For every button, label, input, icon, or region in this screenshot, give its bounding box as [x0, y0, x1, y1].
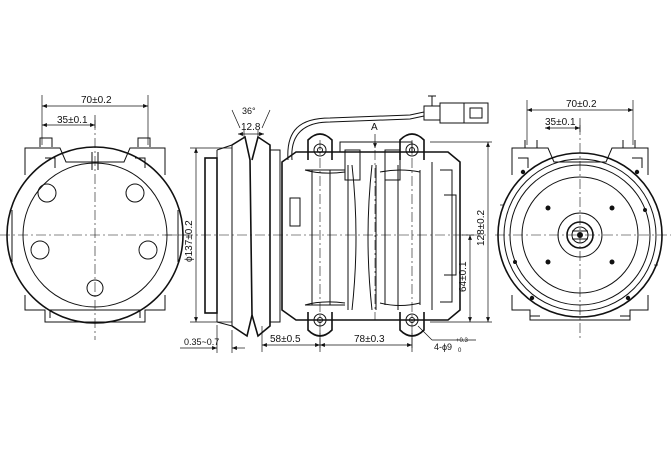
hole-tol-upper: +0.3	[456, 338, 469, 344]
axis-height-dim: 64±0.1	[458, 261, 469, 292]
dim-58: 58±0.5	[270, 334, 301, 345]
hole-tol-lower: 0	[458, 348, 462, 354]
section-label-a: A	[371, 122, 378, 133]
dim-78: 78±0.3	[354, 334, 385, 345]
left-half-width-dim: 35±0.1	[57, 115, 88, 126]
left-view: 70±0.2 35±0.1	[0, 95, 192, 340]
right-half-width-dim: 35±0.1	[545, 117, 576, 128]
hole-dim: 4-ϕ9	[434, 342, 452, 352]
side-view: 36° 12.8 ϕ137±0.2 0.35~0.7	[165, 95, 492, 354]
right-width-dim: 70±0.2	[566, 99, 597, 110]
clearance-dim: 0.35~0.7	[184, 337, 219, 347]
height-dim: 128±0.2	[476, 209, 487, 246]
groove-width-dim: 12.8	[241, 122, 261, 133]
diameter-dim: ϕ137±0.2	[184, 220, 195, 262]
groove-angle-dim: 36°	[242, 106, 256, 116]
right-view: 70±0.2 35±0.1	[495, 99, 671, 340]
left-width-dim: 70±0.2	[81, 95, 112, 106]
